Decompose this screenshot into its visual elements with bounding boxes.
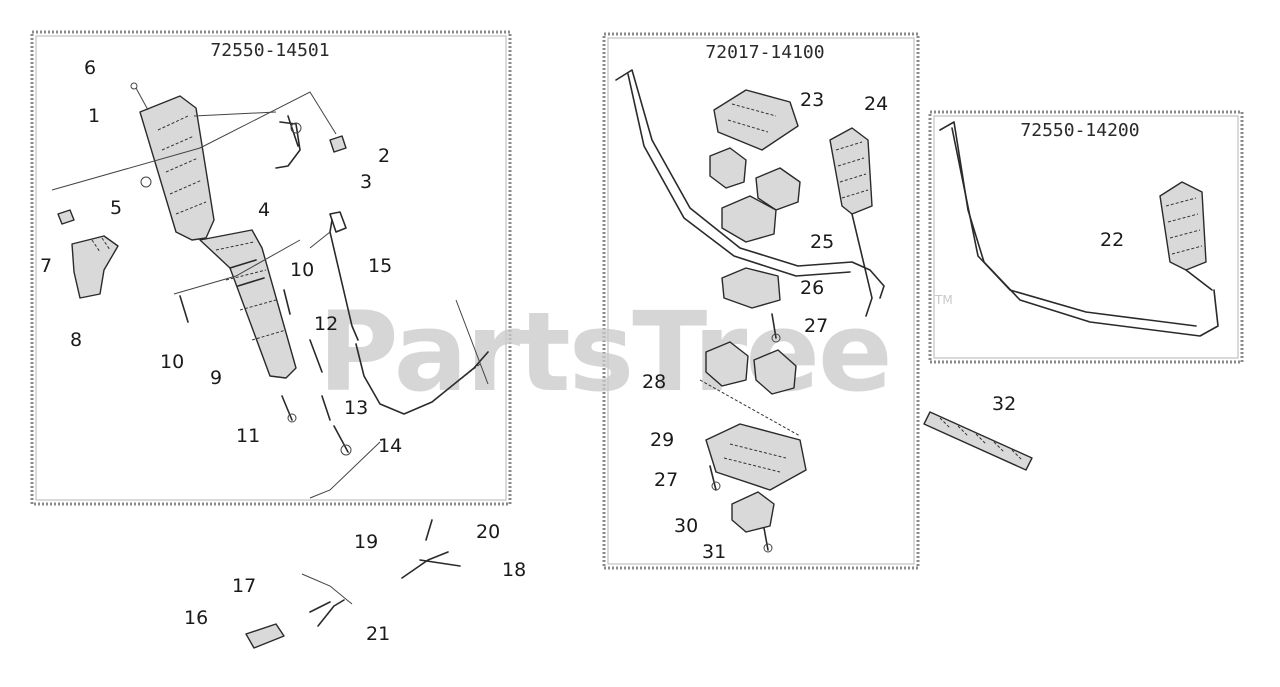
callout-9: 9: [210, 367, 222, 389]
callout-31: 31: [702, 541, 726, 563]
callout-12: 12: [314, 313, 338, 335]
callout-30: 30: [674, 515, 698, 537]
callout-7: 7: [40, 255, 52, 277]
callout-5: 5: [110, 197, 122, 219]
callout-20: 20: [476, 521, 500, 543]
assembly-part-number: 72017-14100: [705, 42, 824, 63]
loose-parts-drawing: [245, 519, 461, 649]
assembly-part-number: 72550-14200: [1020, 120, 1139, 141]
callout-labels: 1 2 3 4 5 6 7 8 9 10 10 11 12 13 14 15 1…: [40, 57, 1124, 645]
callout-1: 1: [88, 105, 100, 127]
callout-21: 21: [366, 623, 390, 645]
throttle-housing-drawing: [51, 82, 489, 499]
callout-6: 6: [84, 57, 96, 79]
alternate-handle-drawing: [939, 121, 1219, 337]
callout-10a: 10: [290, 259, 314, 281]
callout-32: 32: [992, 393, 1016, 415]
callout-27b: 27: [654, 469, 678, 491]
callout-24: 24: [864, 93, 888, 115]
callout-15: 15: [368, 255, 392, 277]
callout-27a: 27: [804, 315, 828, 337]
assembly-part-number: 72550-14501: [210, 40, 329, 61]
watermark-trademark: TM: [934, 293, 953, 307]
assembly-frame-72017-14100[interactable]: 72017-14100: [602, 32, 920, 570]
callout-17: 17: [232, 575, 256, 597]
callout-16: 16: [184, 607, 208, 629]
strip-part-drawing: [923, 411, 1033, 471]
callout-14: 14: [378, 435, 402, 457]
callout-3: 3: [360, 171, 372, 193]
callout-26: 26: [800, 277, 824, 299]
assembly-frame-72550-14501[interactable]: 72550-14501: [30, 30, 512, 506]
callout-11: 11: [236, 425, 260, 447]
callout-25: 25: [810, 231, 834, 253]
callout-4: 4: [258, 199, 270, 221]
assembly-frame-72550-14200[interactable]: 72550-14200: [928, 110, 1244, 364]
callout-19: 19: [354, 531, 378, 553]
watermark: PartsTree: [318, 288, 891, 416]
handlebar-drawing: [615, 69, 885, 553]
callout-10b: 10: [160, 351, 184, 373]
callout-22: 22: [1100, 229, 1124, 251]
callout-23: 23: [800, 89, 824, 111]
callout-29: 29: [650, 429, 674, 451]
callout-28: 28: [642, 371, 666, 393]
callout-18: 18: [502, 559, 526, 581]
callout-13: 13: [344, 397, 368, 419]
callout-8: 8: [70, 329, 82, 351]
callout-2: 2: [378, 145, 390, 167]
